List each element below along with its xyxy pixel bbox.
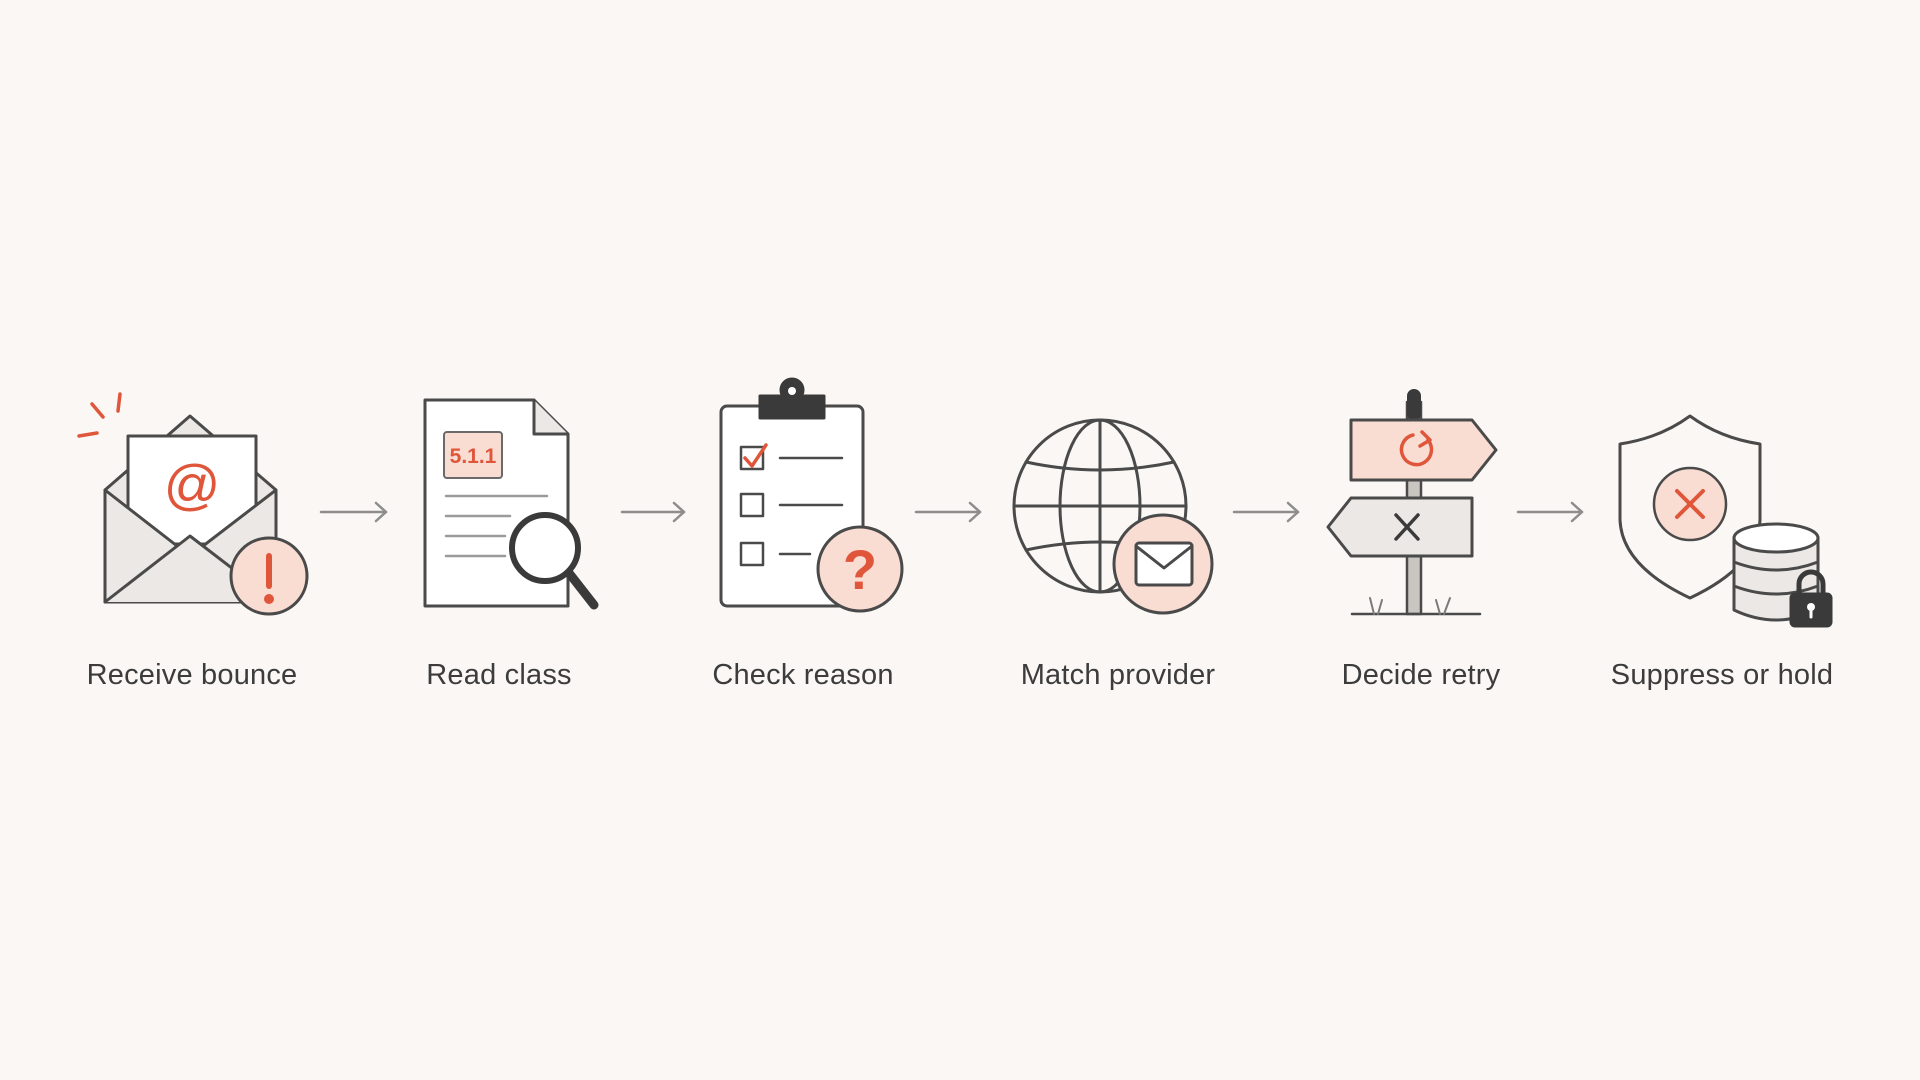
step-label-read-class: Read class (426, 659, 572, 691)
step-label-suppress-or-hold: Suppress or hold (1610, 659, 1834, 691)
arrow-icon (914, 501, 982, 523)
envelope-alert-icon: @ (77, 392, 309, 616)
arrow-icon (1232, 501, 1300, 523)
step-label-decide-retry: Decide retry (1341, 659, 1501, 691)
mail-icon (1134, 541, 1194, 587)
step-label-match-provider: Match provider (1020, 659, 1216, 691)
lock-icon (1789, 569, 1833, 628)
svg-text:?: ? (843, 538, 877, 601)
magnifier-icon (509, 512, 599, 610)
at-sign-icon: @ (164, 453, 221, 516)
signpost-icon (1326, 389, 1498, 616)
status-code: 5.1.1 (450, 445, 497, 468)
shield-database-lock-icon (1618, 414, 1833, 628)
globe-mail-icon (1012, 418, 1214, 615)
close-icon (1394, 513, 1420, 541)
step-label-receive-bounce: Receive bounce (86, 659, 298, 691)
retry-icon (1399, 430, 1434, 467)
question-badge-icon (816, 525, 904, 613)
arrow-icon (620, 501, 686, 523)
arrow-icon (319, 501, 388, 523)
clipboard-question-icon: ? (719, 377, 904, 613)
document-search-icon: 5.1.1 (423, 398, 599, 610)
arrow-icon (1516, 501, 1584, 523)
step-label-check-reason: Check reason (712, 659, 894, 691)
